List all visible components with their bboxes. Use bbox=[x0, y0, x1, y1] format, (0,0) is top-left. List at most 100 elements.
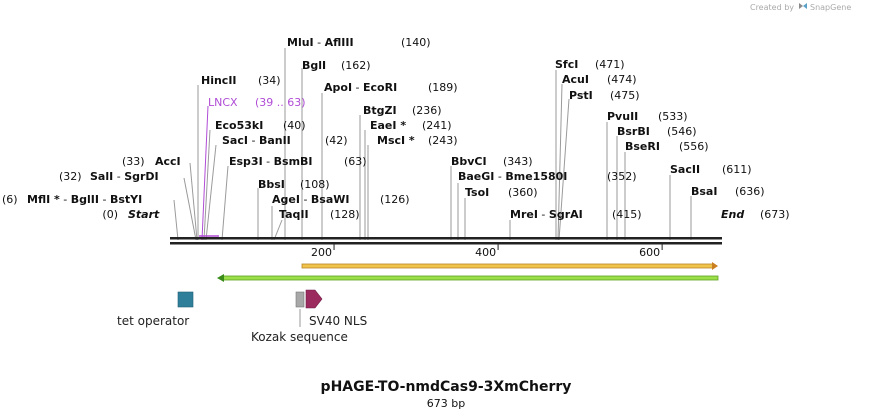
sequence-backbone-top bbox=[170, 237, 722, 240]
site-name-sali-0: SalI bbox=[90, 170, 113, 183]
site-position-agei: (126) bbox=[380, 193, 410, 206]
site-name-mlui-0: MluI bbox=[287, 36, 314, 49]
site-label-eaei: EaeI * bbox=[370, 119, 406, 132]
site-label-acui: AcuI bbox=[562, 73, 589, 86]
site-position-esp3i: (63) bbox=[344, 155, 367, 168]
sv40-nls-feature bbox=[305, 289, 323, 309]
tet-operator-feature bbox=[177, 291, 194, 308]
site-name-mfli-1: BglII bbox=[71, 193, 99, 206]
ruler-tick-label-400: 400 bbox=[475, 246, 496, 259]
site-name-agei-1: BsaWI bbox=[311, 193, 350, 206]
site-name-mrei-0: MreI bbox=[510, 208, 538, 221]
site-label-bsrbi: BsrBI bbox=[617, 125, 650, 138]
snapgene-watermark: Created by SnapGene bbox=[750, 3, 851, 12]
site-label-hincii: HincII bbox=[201, 74, 237, 87]
site-name-mrei-1: SgrAI bbox=[549, 208, 583, 221]
site-position-bsai: (636) bbox=[735, 185, 765, 198]
site-name-agei-0: AgeI bbox=[272, 193, 300, 206]
site-position-msci: (243) bbox=[428, 134, 458, 147]
site-label-btgzi: BtgZI bbox=[363, 104, 397, 117]
site-label-bseri: BseRI bbox=[625, 140, 660, 153]
site-label-baegi: BaeGI - Bme1580I bbox=[458, 170, 567, 183]
site-label-bbvci: BbvCI bbox=[451, 155, 487, 168]
site-label-lncx: LNCX bbox=[208, 96, 238, 109]
site-position-bbsi: (108) bbox=[300, 178, 330, 191]
site-name-baegi-0: BaeGI bbox=[458, 170, 494, 183]
site-position-mrei: (415) bbox=[612, 208, 642, 221]
site-label-acci: AccI bbox=[155, 155, 181, 168]
site-name-mfli-0: MflI * bbox=[27, 193, 60, 206]
end-label: End bbox=[721, 208, 744, 221]
site-position-bbvci: (343) bbox=[503, 155, 533, 168]
site-position-psti: (475) bbox=[610, 89, 640, 102]
watermark-prefix: Created by bbox=[750, 3, 794, 12]
sequence-backbone-bottom bbox=[170, 242, 722, 245]
site-name-eco53ki-0: Eco53kI bbox=[215, 119, 263, 132]
site-name-saci-0: SacI bbox=[222, 134, 248, 147]
site-name-taqii-0: TaqII bbox=[279, 208, 309, 221]
site-label-bbsi: BbsI bbox=[258, 178, 285, 191]
site-name-acui-0: AcuI bbox=[562, 73, 589, 86]
site-position-eaei: (241) bbox=[422, 119, 452, 132]
site-name-apoi-1: EcoRI bbox=[363, 81, 397, 94]
site-label-tsoi: TsoI bbox=[465, 186, 489, 199]
site-position-hincii: (34) bbox=[258, 74, 281, 87]
site-position-lncx: (39 .. 63) bbox=[255, 96, 306, 109]
site-labels: MluI - AflIII(140)BglI(162)HincII(34)Apo… bbox=[2, 36, 765, 221]
site-position-baegi: (352) bbox=[607, 170, 637, 183]
site-label-taqii: TaqII bbox=[279, 208, 309, 221]
site-position-sali: (32) bbox=[59, 170, 82, 183]
end-position: (673) bbox=[760, 208, 790, 221]
map-title: pHAGE-TO-nmdCas9-3XmCherry bbox=[321, 379, 572, 395]
site-name-bsai-0: BsaI bbox=[691, 185, 717, 198]
site-label-saci: SacI - BanII bbox=[222, 134, 291, 147]
site-name-bbsi-0: BbsI bbox=[258, 178, 285, 191]
site-name-sfci-0: SfcI bbox=[555, 58, 578, 71]
site-label-bsai: BsaI bbox=[691, 185, 717, 198]
site-name-bsrbi-0: BsrBI bbox=[617, 125, 650, 138]
kozak-label: Kozak sequence bbox=[251, 330, 348, 344]
orf-reverse-arrow bbox=[217, 274, 719, 282]
site-label-mrei: MreI - SgrAI bbox=[510, 208, 583, 221]
site-label-sfci: SfcI bbox=[555, 58, 578, 71]
site-name-apoi-0: ApoI bbox=[324, 81, 352, 94]
site-position-bsrbi: (546) bbox=[667, 125, 697, 138]
ruler-tick-label-200: 200 bbox=[311, 246, 332, 259]
site-name-esp3i-1: BsmBI bbox=[274, 155, 313, 168]
site-position-saci: (42) bbox=[325, 134, 348, 147]
site-name-acci-0: AccI bbox=[155, 155, 181, 168]
tet-operator-label: tet operator bbox=[117, 314, 189, 328]
site-position-pvuii: (533) bbox=[658, 110, 688, 123]
site-position-eco53ki: (40) bbox=[283, 119, 306, 132]
site-position-acui: (474) bbox=[607, 73, 637, 86]
site-leader-lines bbox=[173, 48, 692, 241]
sv40-nls-label: SV40 NLS bbox=[309, 314, 367, 328]
site-label-eco53ki: Eco53kI bbox=[215, 119, 263, 132]
site-position-acci: (33) bbox=[122, 155, 145, 168]
site-label-agei: AgeI - BsaWI bbox=[272, 193, 350, 206]
site-name-sacii-0: SacII bbox=[670, 163, 700, 176]
site-position-btgzi: (236) bbox=[412, 104, 442, 117]
site-name-tsoi-0: TsoI bbox=[465, 186, 489, 199]
site-name-eaei-0: EaeI * bbox=[370, 119, 406, 132]
snapgene-logo-icon bbox=[799, 3, 807, 9]
site-name-bseri-0: BseRI bbox=[625, 140, 660, 153]
site-name-pvuii-0: PvuII bbox=[607, 110, 638, 123]
site-label-mfli: MflI * - BglII - BstYI bbox=[27, 193, 142, 206]
site-label-pvuii: PvuII bbox=[607, 110, 638, 123]
site-label-apoi: ApoI - EcoRI bbox=[324, 81, 397, 94]
site-label-esp3i: Esp3I - BsmBI bbox=[229, 155, 313, 168]
watermark-brand: SnapGene bbox=[810, 3, 851, 12]
site-label-bgli: BglI bbox=[302, 59, 326, 72]
site-name-msci-0: MscI * bbox=[377, 134, 415, 147]
start-label: Start bbox=[128, 208, 160, 221]
map-length: 673 bp bbox=[427, 397, 465, 410]
site-name-bbvci-0: BbvCI bbox=[451, 155, 487, 168]
site-position-sacii: (611) bbox=[722, 163, 752, 176]
site-position-apoi: (189) bbox=[428, 81, 458, 94]
site-name-lncx-0: LNCX bbox=[208, 96, 238, 109]
site-label-msci: MscI * bbox=[377, 134, 415, 147]
orf-forward-arrow bbox=[301, 262, 718, 270]
